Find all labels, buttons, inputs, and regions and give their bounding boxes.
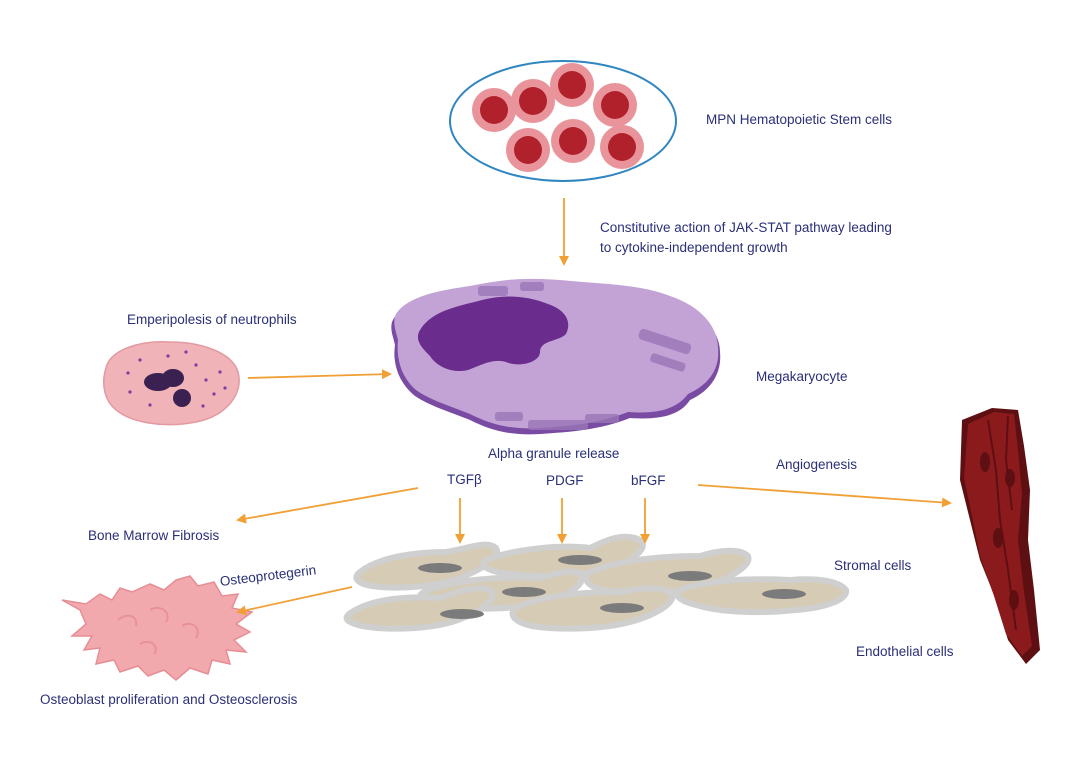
osteoblast-texture xyxy=(117,606,199,655)
endothelial-cell-borders xyxy=(987,415,1017,631)
neutrophil xyxy=(103,341,240,426)
stromal-cell xyxy=(674,576,849,616)
label-jak-stat-line1: Constitutive action of JAK-STAT pathway … xyxy=(600,220,892,235)
label-megakaryocyte: Megakaryocyte xyxy=(756,369,848,384)
label-bfgf: bFGF xyxy=(631,473,666,488)
stem-cell-cluster xyxy=(449,60,677,182)
arrows xyxy=(236,198,952,616)
label-stem-cells: MPN Hematopoietic Stem cells xyxy=(706,112,893,127)
label-pdgf: PDGF xyxy=(546,473,584,488)
megakaryocyte-nucleus xyxy=(417,296,569,372)
stem-cell xyxy=(472,88,516,132)
label-osteoblast: Osteoblast proliferation and Osteosclero… xyxy=(40,692,298,707)
label-tgfb: TGFβ xyxy=(447,472,482,487)
neutrophil-granules xyxy=(126,350,227,408)
stem-cell xyxy=(551,119,595,163)
megakaryocyte-granules xyxy=(478,282,692,430)
label-bone-marrow-fibrosis: Bone Marrow Fibrosis xyxy=(88,528,220,543)
stromal-cell xyxy=(509,585,676,632)
arrow-to-bone-marrow-fibrosis xyxy=(236,487,419,524)
endothelial-cells xyxy=(960,408,1040,664)
label-jak-stat-line2: to cytokine-independent growth xyxy=(600,240,788,255)
arrow-osteoprotegerin xyxy=(236,586,353,616)
stem-cell xyxy=(550,63,594,107)
stem-cell xyxy=(600,125,644,169)
arrow-angiogenesis xyxy=(697,484,952,508)
neutrophil-nucleus xyxy=(144,369,191,407)
label-endothelial-cells: Endothelial cells xyxy=(856,644,954,659)
arrow-neutrophil-to-megakaryocyte xyxy=(247,369,392,380)
osteoblast xyxy=(61,575,254,681)
stem-cell xyxy=(511,79,555,123)
label-alpha-granule: Alpha granule release xyxy=(488,446,620,461)
stromal-cells xyxy=(343,533,849,632)
megakaryocyte xyxy=(391,278,721,435)
label-stromal-cells: Stromal cells xyxy=(834,558,912,573)
endothelial-nuclei xyxy=(980,452,1019,610)
stromal-cell xyxy=(343,585,496,632)
label-emperipolesis: Emperipolesis of neutrophils xyxy=(127,312,297,327)
stem-cell xyxy=(506,128,550,172)
stem-cell xyxy=(593,83,637,127)
label-angiogenesis: Angiogenesis xyxy=(776,457,858,472)
